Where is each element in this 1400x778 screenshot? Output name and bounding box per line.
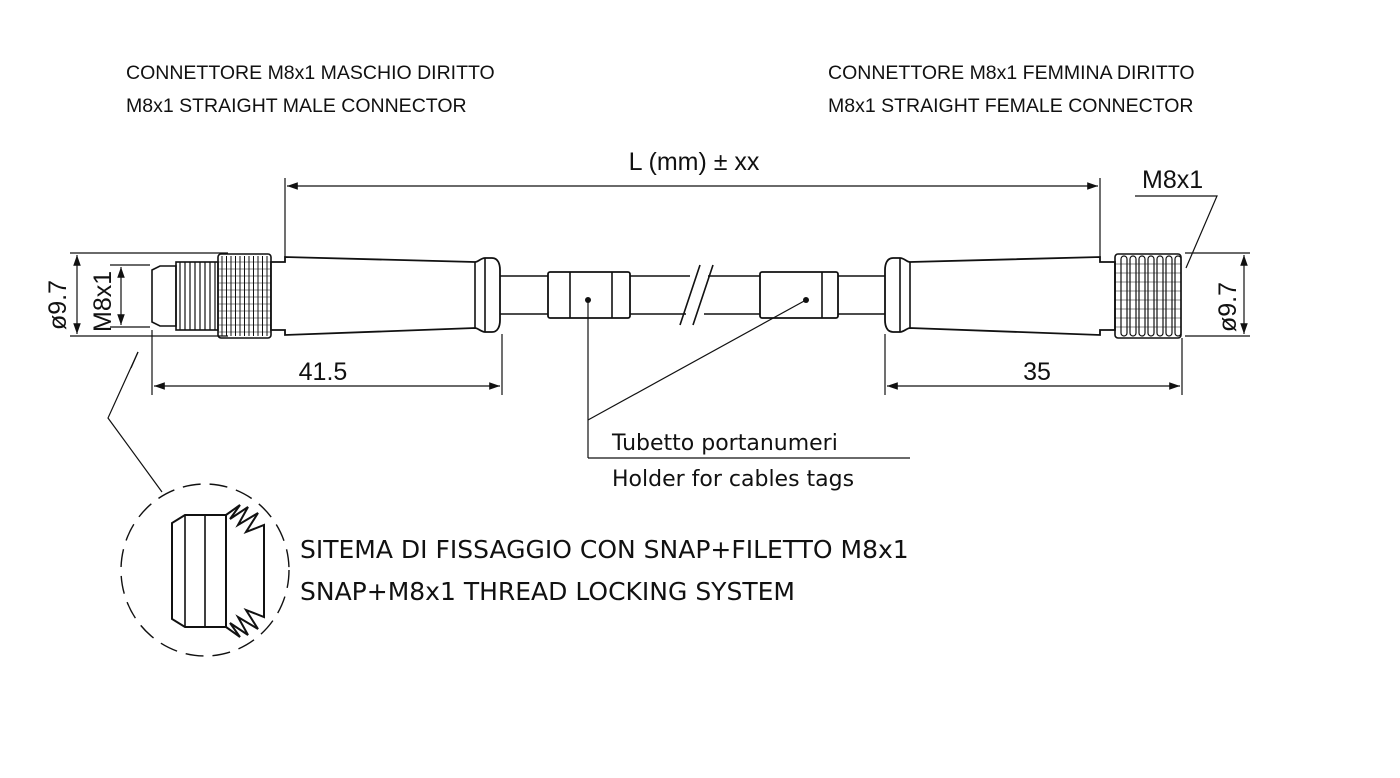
cable	[500, 264, 885, 326]
tag-holder-callout: Tubetto portanumeri Holder for cables ta…	[587, 299, 910, 492]
length-label: L (mm) ± xx	[629, 148, 760, 176]
left-thread-label: M8x1	[89, 271, 117, 332]
left-diameter-dimension: ø9.7 M8x1	[44, 252, 228, 337]
right-diameter-label: ø9.7	[1214, 282, 1242, 332]
male-length-label: 41.5	[299, 358, 348, 386]
locking-system-label-it: SITEMA DI FISSAGGIO CON SNAP+FILETTO M8x…	[300, 535, 909, 564]
tag-holder-label-it: Tubetto portanumeri	[611, 431, 838, 456]
female-length-dimension: 35	[884, 334, 1183, 395]
thread-label-right: M8x1	[1142, 166, 1203, 194]
male-connector-title-en: M8x1 STRAIGHT MALE CONNECTOR	[126, 95, 467, 117]
left-diameter-label: ø9.7	[44, 280, 72, 330]
overall-length-dimension: L (mm) ± xx	[284, 148, 1101, 258]
female-connector-title-it: CONNETTORE M8x1 FEMMINA DIRITTO	[828, 62, 1195, 84]
male-length-dimension: 41.5	[151, 330, 503, 395]
locking-system-label-en: SNAP+M8x1 THREAD LOCKING SYSTEM	[300, 577, 795, 606]
right-diameter-dimension: ø9.7	[1185, 252, 1250, 337]
female-length-label: 35	[1023, 358, 1051, 386]
locking-detail-view	[120, 483, 290, 657]
male-connector-title-it: CONNETTORE M8x1 MASCHIO DIRITTO	[126, 62, 495, 84]
female-connector-title-en: M8x1 STRAIGHT FEMALE CONNECTOR	[828, 95, 1194, 117]
thread-callout-right: M8x1	[1135, 166, 1218, 269]
male-connector	[151, 253, 501, 339]
detail-leader	[107, 351, 163, 493]
tag-holder-label-en: Holder for cables tags	[612, 467, 854, 492]
female-connector	[884, 253, 1182, 339]
